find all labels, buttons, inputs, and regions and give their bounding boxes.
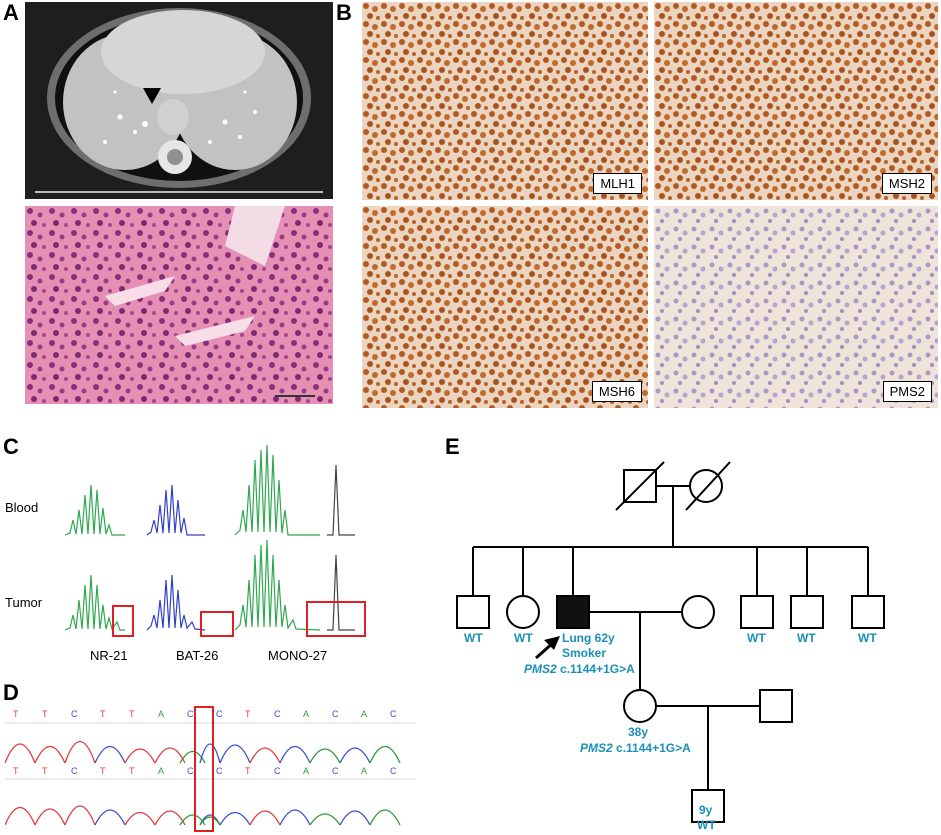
base-call-letter: C — [216, 766, 223, 776]
proband-gene: PMS2 — [524, 662, 557, 676]
panel-label-a: A — [3, 0, 19, 25]
he-histology-image — [25, 206, 333, 404]
base-call-letter: T — [129, 709, 135, 719]
ihc-msh6-image: MSH6 — [362, 206, 648, 408]
pedigree-chart — [456, 461, 885, 823]
panel-label-d: D — [3, 680, 19, 705]
sibling-4-status: WT — [797, 631, 816, 645]
base-call-letter: A — [303, 766, 309, 776]
base-call-letter: T — [13, 766, 19, 776]
stain-label-msh6: MSH6 — [591, 381, 642, 402]
base-call-letter: C — [216, 709, 223, 719]
ct-scan-image — [25, 2, 333, 199]
ihc-mlh1-image: MLH1 — [362, 2, 648, 200]
proband-phenotype: Lung 62y — [562, 631, 615, 645]
marker-label-mono27: MONO-27 — [268, 648, 328, 663]
row-label-blood: Blood — [5, 500, 39, 515]
base-call-letter: A — [158, 766, 164, 776]
grandchild-status: WT — [697, 818, 716, 832]
msi-electropherograms — [65, 444, 366, 637]
ihc-pms2-image: PMS2 — [654, 206, 938, 408]
base-call-letter: C — [274, 709, 281, 719]
sanger-sequencing-traces: T T T T C C T T T T A A C C C C T T C C A A C C A A C C — [5, 706, 415, 832]
panel-label-c: C — [3, 434, 19, 459]
sibling-5-status: WT — [858, 631, 877, 645]
sibling-2-status: WT — [514, 631, 533, 645]
panel-label-b: B — [336, 0, 352, 25]
base-call-letter: T — [100, 709, 106, 719]
daughter-age: 38y — [628, 725, 649, 739]
base-call-letter: T — [245, 709, 251, 719]
base-call-letter: C — [274, 766, 281, 776]
base-call-letter: C — [187, 766, 194, 776]
proband-variant-text: c.1144+1G>A — [556, 662, 635, 676]
ihc-msh2-image: MSH2 — [654, 2, 938, 200]
panel-label-e: E — [445, 434, 460, 459]
base-call-letter: A — [361, 709, 367, 719]
grandchild-age: 9y — [699, 803, 713, 817]
base-call-letter: T — [13, 709, 19, 719]
stain-label-mlh1: MLH1 — [593, 173, 642, 194]
base-call-letter: A — [303, 709, 309, 719]
base-call-letter: T — [100, 766, 106, 776]
proband-smoking-status: Smoker — [562, 646, 607, 660]
base-call-letter: C — [187, 709, 194, 719]
base-call-letter: T — [42, 766, 48, 776]
sibling-1-status: WT — [464, 631, 483, 645]
base-call-letter: T — [245, 766, 251, 776]
base-call-letter: C — [390, 709, 397, 719]
base-call-letter: C — [71, 766, 78, 776]
row-label-tumor: Tumor — [5, 595, 43, 610]
stain-label-pms2: PMS2 — [882, 381, 932, 402]
base-call-letter: A — [158, 709, 164, 719]
proband-variant: PMS2 c.1144+1G>A — [524, 662, 635, 676]
sibling-3-status: WT — [747, 631, 766, 645]
marker-label-nr21: NR-21 — [90, 648, 128, 663]
daughter-variant: PMS2 c.1144+1G>A — [580, 741, 691, 755]
marker-label-bat26: BAT-26 — [176, 648, 219, 663]
base-call-letter: C — [332, 766, 339, 776]
daughter-variant-text: c.1144+1G>A — [612, 741, 691, 755]
base-call-letter: T — [129, 766, 135, 776]
base-call-letter: T — [42, 709, 48, 719]
base-call-letter: C — [332, 709, 339, 719]
base-call-letter: A — [361, 766, 367, 776]
base-call-letter: C — [71, 709, 78, 719]
stain-label-msh2: MSH2 — [881, 173, 932, 194]
daughter-gene: PMS2 — [580, 741, 613, 755]
base-call-letter: C — [390, 766, 397, 776]
